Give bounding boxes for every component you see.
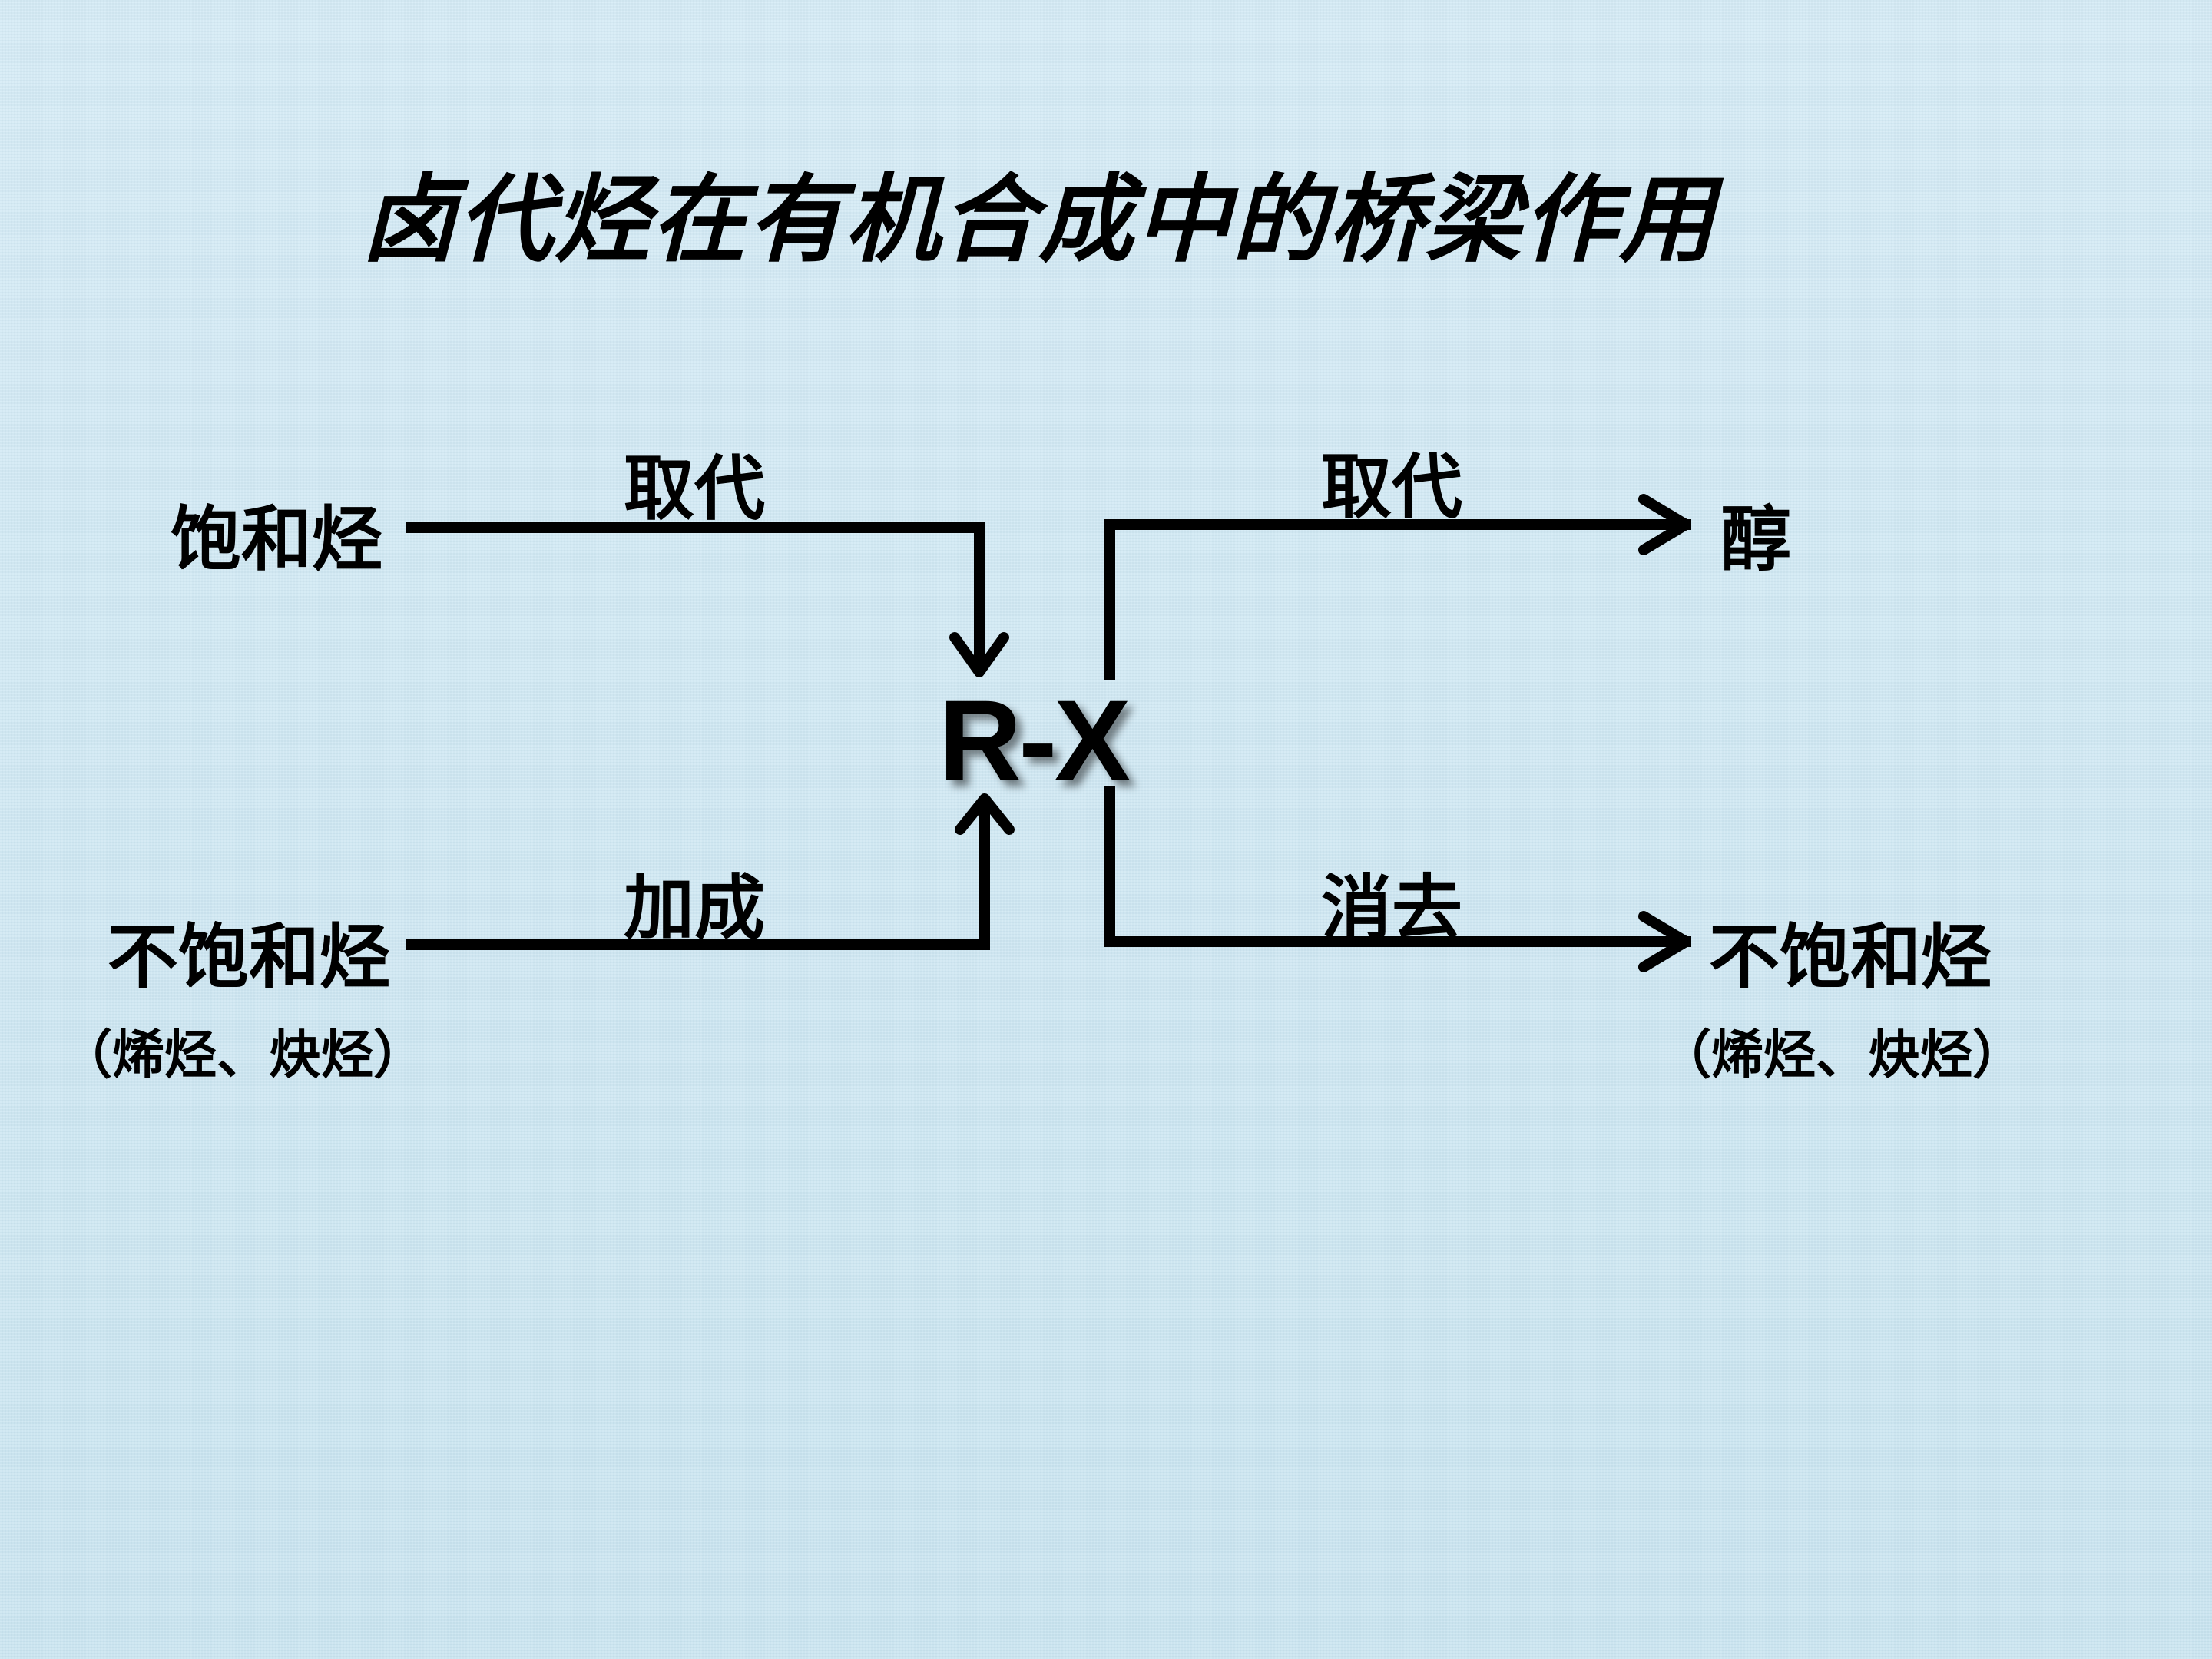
center-node-rx: R-X bbox=[939, 676, 1131, 805]
edge-label-substitution-out: 取代 bbox=[1321, 446, 1463, 528]
arrow-substitution-in-head bbox=[949, 632, 1009, 677]
diagram-title: 卤代烃在有机合成中的桥梁作用 bbox=[361, 165, 1717, 276]
arrow-addition-in bbox=[406, 800, 990, 950]
edge-label-addition: 加成 bbox=[624, 867, 766, 949]
note-alkene-alkyne-right: （烯烃、炔烃） bbox=[1659, 1025, 2025, 1086]
arrow-substitution-in bbox=[406, 522, 985, 674]
edge-label-elimination: 消去 bbox=[1321, 867, 1463, 949]
node-alcohol: 醇 bbox=[1720, 498, 1792, 581]
arrow-substitution-out-head bbox=[1638, 494, 1691, 555]
arrow-addition-in-head bbox=[955, 793, 1015, 835]
arrow-elimination-out-head bbox=[1638, 911, 1691, 972]
arrow-elimination-out bbox=[1104, 786, 1691, 947]
node-saturated-hydrocarbon: 饱和烃 bbox=[171, 498, 383, 581]
arrow-substitution-out bbox=[1104, 519, 1691, 680]
node-unsaturated-hydrocarbon-right: 不饱和烃 bbox=[1709, 916, 1992, 998]
edge-label-substitution-in: 取代 bbox=[624, 448, 766, 530]
note-alkene-alkyne-left: （烯烃、炔烃） bbox=[60, 1025, 426, 1086]
node-unsaturated-hydrocarbon-left: 不饱和烃 bbox=[108, 916, 391, 998]
